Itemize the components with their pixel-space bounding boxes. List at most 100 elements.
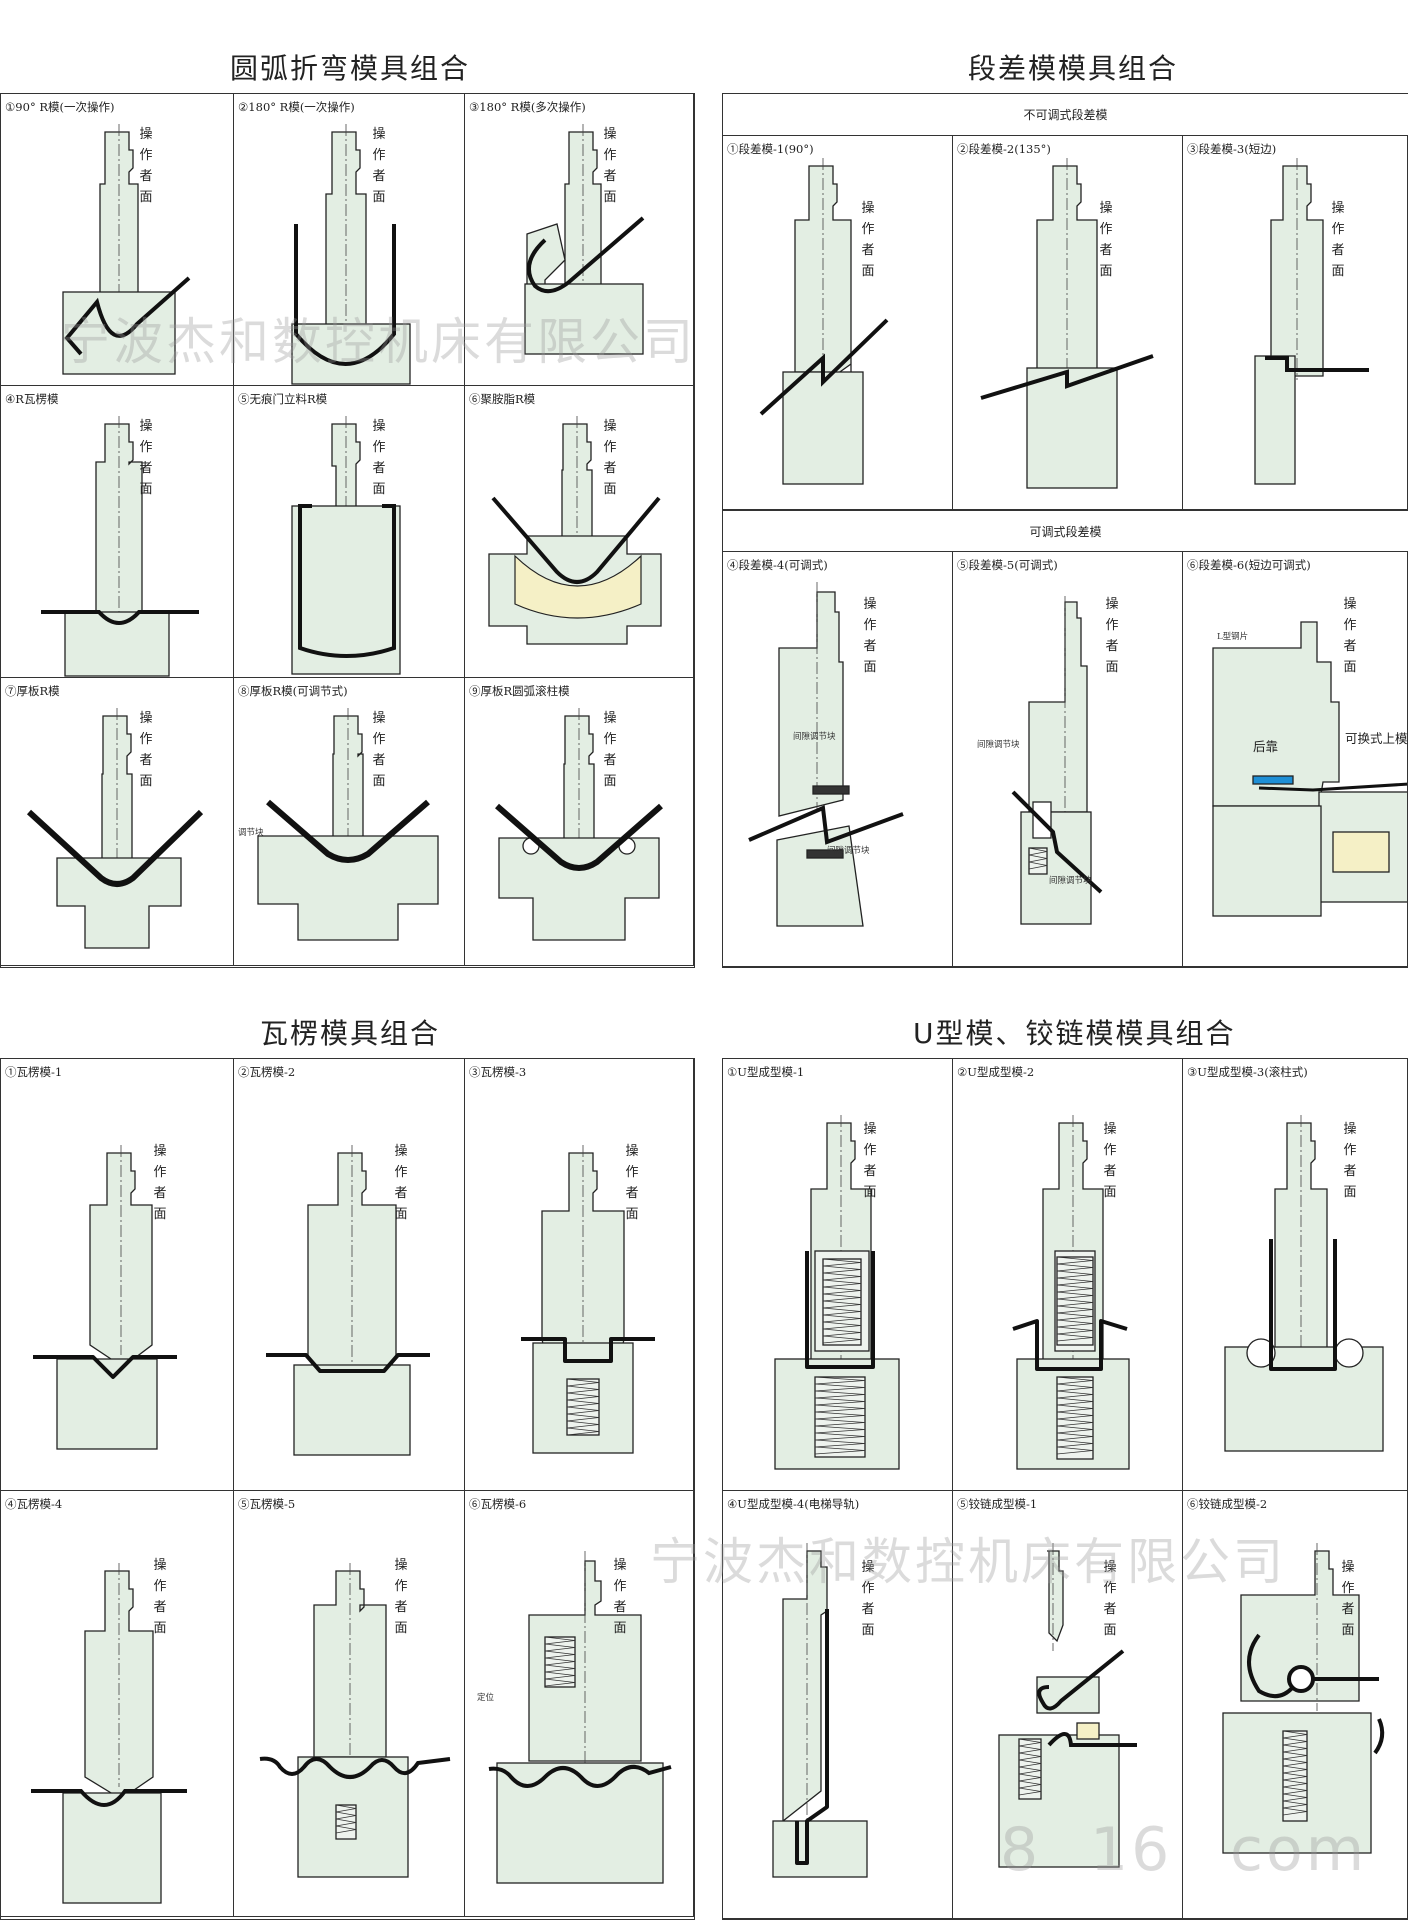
lower-die <box>772 1820 868 1878</box>
arc-cell-caption: ③180° R模(多次操作) <box>469 100 586 114</box>
lower-die <box>1026 367 1118 489</box>
lower-die <box>998 1734 1120 1868</box>
operator-side-label: 操作者面 <box>1331 201 1345 279</box>
r-sheet <box>41 610 199 625</box>
operator-side-label: 操作者面 <box>863 597 877 675</box>
uhinge-cell-caption: ⑥铰链成型模-2 <box>1187 1497 1268 1511</box>
uhinge-cell-caption: ①U型成型模-1 <box>727 1065 805 1079</box>
gooseneck-cell-caption: ⑤瓦楞模-5 <box>238 1497 296 1511</box>
hinge-sheet <box>1247 1633 1295 1699</box>
uhinge-cell-4: ④U型成型模-4(电梯导轨) 操作者面 <box>723 1491 953 1919</box>
operator-side-label: 操作者面 <box>153 1558 167 1636</box>
step-diagram-1 <box>759 158 889 485</box>
operator-side-label: 操作者面 <box>1343 597 1357 675</box>
back-gauge-bar <box>1252 775 1294 785</box>
operator-side-label: 操作者面 <box>372 711 386 789</box>
arc-diagram-1 <box>62 124 191 375</box>
spring <box>1056 1256 1094 1342</box>
gooseneck-cell-4: ④瓦楞模-4 操作者面 <box>1 1491 234 1917</box>
arc-cell-4: ④R瓦楞模操作者面 <box>1 386 234 678</box>
spring <box>1028 847 1048 870</box>
step-diagram-6 <box>1212 621 1407 917</box>
step-diagram-5 <box>1011 596 1103 925</box>
step-cell-caption: ②段差模-2(135°) <box>957 142 1051 156</box>
upper-die <box>332 715 364 849</box>
step-diagram-3 <box>1254 158 1369 485</box>
lower-die <box>291 505 401 675</box>
lower-die <box>62 1792 162 1904</box>
gauge-body <box>1212 805 1322 917</box>
u-sheet <box>294 224 396 366</box>
insert-block <box>1332 831 1390 873</box>
gooseneck-cell-caption: ④瓦楞模-4 <box>5 1497 63 1511</box>
operator-side-label: 操作者面 <box>861 1560 875 1638</box>
spring <box>1282 1730 1308 1816</box>
operator-side-label: 操作者面 <box>372 127 386 205</box>
lower-die <box>496 1762 664 1884</box>
gap-block-left-note: 间隙调节块 <box>977 740 1020 750</box>
arc-cell-5: ⑤无痕门立料R模操作者面 <box>234 386 465 678</box>
hat-sheet <box>521 1337 655 1363</box>
operator-side-label: 操作者面 <box>613 1558 627 1636</box>
operator-side-label: 操作者面 <box>625 1144 639 1222</box>
gap-block-bottom-note: 间隙调节块 <box>827 846 870 856</box>
step-cell-caption: ④段差模-4(可调式) <box>727 558 828 572</box>
arc-diagram-3 <box>524 124 645 355</box>
spring <box>544 1636 576 1687</box>
u-sheet <box>805 1251 875 1369</box>
upper-die <box>1212 621 1340 807</box>
step-cell-caption: ⑥段差模-6(短边可调式) <box>1187 558 1311 572</box>
rail-sheet <box>795 1609 829 1865</box>
gooseneck-cell-caption: ③瓦楞模-3 <box>469 1065 527 1079</box>
spring <box>822 1258 862 1344</box>
lower-die <box>291 323 411 385</box>
arc-cell-caption: ④R瓦楞模 <box>5 392 59 406</box>
l-steel-note: L型钢片 <box>1217 632 1249 642</box>
gooseneck-cell-caption: ⑥瓦楞模-6 <box>469 1497 527 1511</box>
operator-side-label: 操作者面 <box>1341 1560 1355 1638</box>
adjust-block-note: 调节块 <box>238 828 264 838</box>
step-cell-2: ②段差模-2(135°)操作者面 <box>953 136 1183 510</box>
adjustable-step-bar: 可调式段差模 <box>723 510 1408 552</box>
upper-die <box>782 1550 828 1823</box>
step-sheet <box>980 354 1154 400</box>
back-gauge-label: 后靠 <box>1253 739 1279 754</box>
uhinge-cell-caption: ④U型成型模-4(电梯导轨) <box>727 1497 860 1511</box>
channel-sheet <box>298 504 396 658</box>
operator-side-label: 操作者面 <box>139 127 153 205</box>
upper-die <box>1047 1550 1064 1643</box>
polyurethane-pad <box>514 554 642 619</box>
roller-right <box>1334 1338 1364 1368</box>
uhinge-cell-6: ⑥铰链成型模-2 操作者面 <box>1183 1491 1408 1919</box>
uhinge-section-title: U型模、铰链模模具组合 <box>913 1017 1236 1050</box>
hook-sheet <box>526 216 645 294</box>
step-sheet <box>1258 782 1407 792</box>
step-sheet <box>1011 790 1103 894</box>
arc-cell-3: ③180° R模(多次操作)操作者面 <box>465 94 694 386</box>
arc-cell-7: ⑦厚板R模操作者面 <box>1 678 234 966</box>
step-cell-caption: ①段差模-1(90°) <box>727 142 814 156</box>
uhinge-cell-3: ③U型成型模-3(滚柱式)操作者面 <box>1183 1059 1408 1491</box>
u-sheet <box>1269 1239 1337 1371</box>
uhinge-cell-caption: ⑤铰链成型模-1 <box>957 1497 1038 1511</box>
arc-cell-caption: ⑥聚胺脂R模 <box>469 392 536 406</box>
arc-diagram-6 <box>488 416 662 645</box>
uhinge-diagram-3 <box>1224 1115 1384 1452</box>
positioning-note: 定位 <box>477 1693 495 1703</box>
operator-side-label: 操作者面 <box>603 419 617 497</box>
uhinge-diagram-2 <box>1012 1115 1130 1470</box>
lower-die <box>1254 355 1296 485</box>
arc-cell-caption: ⑧厚板R模(可调节式) <box>238 684 348 698</box>
hinge-block <box>1076 1722 1100 1740</box>
wave-sheet <box>488 1765 672 1788</box>
step-cell-3: ③段差模-3(短边)操作者面 <box>1183 136 1408 510</box>
uhinge-diagram-4 <box>772 1543 868 1878</box>
uhinge-cell-caption: ③U型成型模-3(滚柱式) <box>1187 1065 1308 1079</box>
hinge-sheet <box>1047 1732 1137 1747</box>
